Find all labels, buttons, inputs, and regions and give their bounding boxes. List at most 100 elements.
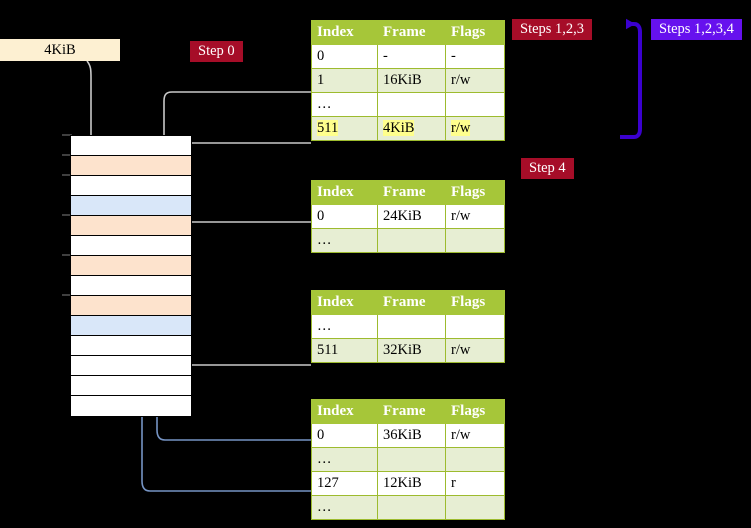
- cell-frame: [377, 228, 446, 253]
- cell-flags: [445, 228, 505, 253]
- table-row: 511 4KiB r/w: [311, 116, 505, 141]
- cell-text: -: [383, 48, 388, 64]
- column-header-index: Index: [311, 290, 378, 315]
- cell-text: 511: [317, 120, 339, 136]
- cell-text: r/w: [451, 208, 471, 224]
- cell-text: r/w: [451, 427, 471, 443]
- cell-text: 32KiB: [383, 342, 422, 358]
- column-header-frame: Frame: [377, 399, 446, 424]
- cell-index: 511: [311, 338, 378, 363]
- cell-text: …: [317, 96, 332, 112]
- cell-flags: r/w: [445, 116, 505, 141]
- cell-text: …: [317, 232, 332, 248]
- step-4-badge: Step 4: [521, 158, 574, 179]
- walk-arrow-l2: [167, 314, 311, 366]
- cell-index: 0: [311, 204, 378, 229]
- steps-1234-badge: Steps 1,2,3,4: [651, 19, 742, 40]
- memory-frame-row: [71, 316, 191, 336]
- cell-flags: [445, 447, 505, 472]
- memory-frame-row: [71, 136, 191, 156]
- cell-flags: [445, 495, 505, 520]
- cell-frame: 12KiB: [377, 471, 446, 496]
- cell-flags: r/w: [445, 68, 505, 93]
- memory-frame-row: [71, 396, 191, 416]
- cell-text: 0: [317, 427, 325, 443]
- cell-index: …: [311, 447, 378, 472]
- table-row: 0--: [311, 44, 505, 69]
- cell-frame: 32KiB: [377, 338, 446, 363]
- walk-arrow-l4b: [173, 142, 311, 157]
- cell-text: 16KiB: [383, 72, 422, 88]
- cell-index: 511: [311, 116, 378, 141]
- cell-frame: [377, 495, 446, 520]
- memory-frame-row: [71, 176, 191, 196]
- cell-flags: r/w: [445, 204, 505, 229]
- cell-text: r/w: [451, 120, 471, 136]
- cell-frame: [377, 92, 446, 117]
- cell-index: …: [311, 495, 378, 520]
- column-header-frame: Frame: [377, 180, 446, 205]
- table-row: 0 24KiB r/w: [311, 204, 505, 229]
- memory-frame-row: [71, 356, 191, 376]
- table-row: …: [311, 92, 505, 117]
- memory-frame-row: [71, 376, 191, 396]
- memory-frame-row: [71, 216, 191, 236]
- cell-text: 511: [317, 342, 339, 358]
- table-row: …: [311, 495, 505, 520]
- walk-arrow-l3: [173, 221, 311, 266]
- step-0-badge: Step 0: [190, 41, 243, 62]
- column-header-flags: Flags: [445, 399, 505, 424]
- steps-bracket: [620, 18, 642, 139]
- table-row: …: [311, 314, 505, 339]
- cell-text: 12KiB: [383, 475, 422, 491]
- cell-text: …: [317, 451, 332, 467]
- memory-frame-row: [71, 196, 191, 216]
- cell-frame: 24KiB: [377, 204, 446, 229]
- cell-frame: 36KiB: [377, 423, 446, 448]
- column-header-flags: Flags: [445, 290, 505, 315]
- cell-index: 1: [311, 68, 378, 93]
- cell-text: r: [451, 475, 456, 491]
- cell-frame: 4KiB: [377, 116, 446, 141]
- memory-frame-row: [71, 156, 191, 176]
- column-header-index: Index: [311, 20, 378, 45]
- cell-index: 127: [311, 471, 378, 496]
- table-row: 127 12KiB r: [311, 471, 505, 496]
- cell-text: 0: [317, 208, 325, 224]
- cell-index: …: [311, 92, 378, 117]
- column-header-frame: Frame: [377, 20, 446, 45]
- table-row: …: [311, 447, 505, 472]
- column-header-flags: Flags: [445, 20, 505, 45]
- table-row: 0 36KiB r/w: [311, 423, 505, 448]
- memory-frame-row: [71, 336, 191, 356]
- cell-text: r/w: [451, 72, 471, 88]
- table-row: 511 32KiB r/w: [311, 338, 505, 363]
- cell-text: 127: [317, 475, 339, 491]
- column-header-flags: Flags: [445, 180, 505, 205]
- virtual-address-box: 4KiB: [0, 39, 120, 61]
- cell-frame: 16KiB: [377, 68, 446, 93]
- cell-index: 0: [311, 423, 378, 448]
- cell-flags: r/w: [445, 338, 505, 363]
- memory-frame-row: [71, 236, 191, 256]
- memory-frame-row: [71, 296, 191, 316]
- column-header-index: Index: [311, 180, 378, 205]
- cell-text: -: [451, 48, 456, 64]
- cell-frame: [377, 447, 446, 472]
- cell-text: 36KiB: [383, 427, 422, 443]
- cell-index: 0: [311, 44, 378, 69]
- cell-text: 24KiB: [383, 208, 422, 224]
- column-header-frame: Frame: [377, 290, 446, 315]
- physical-memory-column: [70, 135, 192, 417]
- memory-frame-row: [71, 276, 191, 296]
- table-row: 1 16KiB r/w: [311, 68, 505, 93]
- table-row: …: [311, 228, 505, 253]
- cell-text: …: [317, 318, 332, 334]
- cell-text: 4KiB: [383, 120, 415, 136]
- cell-flags: [445, 314, 505, 339]
